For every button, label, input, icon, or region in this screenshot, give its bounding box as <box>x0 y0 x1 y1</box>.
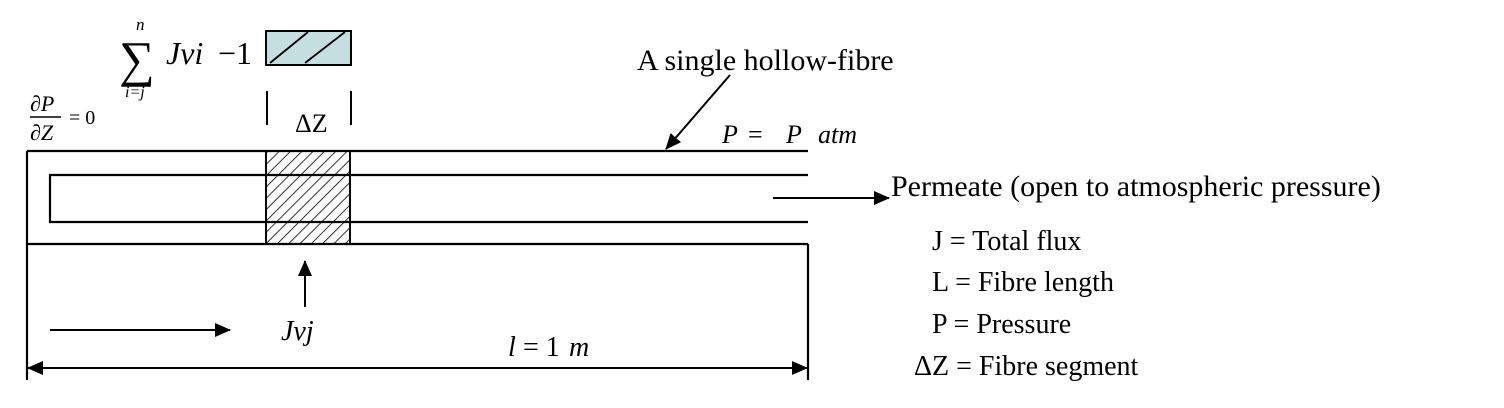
svg-text:= 1: = 1 <box>523 332 560 363</box>
dp-equals-zero: = 0 <box>69 107 95 129</box>
p-atm-label: P = P atm <box>721 120 857 149</box>
permeate-label: Permeate (open to atmospheric pressure) <box>891 170 1381 203</box>
length-label: l = 1 m <box>508 332 589 363</box>
hollow-fibre-label: A single hollow-fibre <box>637 44 894 77</box>
fibre-segment-hatched <box>265 150 351 245</box>
sum-upper: n <box>136 15 145 34</box>
sum-lower: i=j <box>125 84 145 101</box>
legend: J = Total flux L = Fibre length P = Pres… <box>914 226 1139 382</box>
sum-term: Jvi <box>166 35 203 71</box>
svg-text:P: P <box>721 120 738 149</box>
delta-z-label: ΔZ <box>295 109 328 138</box>
dp-numerator: ∂P <box>30 91 54 116</box>
segment-box <box>265 30 352 66</box>
legend-item: P = Pressure <box>932 309 1071 340</box>
fibre-lumen <box>48 173 808 224</box>
legend-item: ΔZ = Fibre segment <box>914 351 1139 382</box>
legend-item: J = Total flux <box>932 226 1081 257</box>
svg-text:l: l <box>508 332 516 363</box>
sum-symbol: ∑ <box>119 31 155 87</box>
sum-minus-one: −1 <box>218 35 252 71</box>
dp-denominator: ∂Z <box>30 120 54 145</box>
svg-text:atm: atm <box>818 120 857 149</box>
svg-text:m: m <box>569 332 589 363</box>
svg-text:=: = <box>748 120 763 149</box>
jvj-label: Jvj <box>281 316 314 347</box>
svg-text:P: P <box>785 120 802 149</box>
legend-item: L = Fibre length <box>932 267 1114 298</box>
fibre-outline <box>25 149 810 380</box>
hollow-fibre-pointer-arrow <box>665 74 731 150</box>
